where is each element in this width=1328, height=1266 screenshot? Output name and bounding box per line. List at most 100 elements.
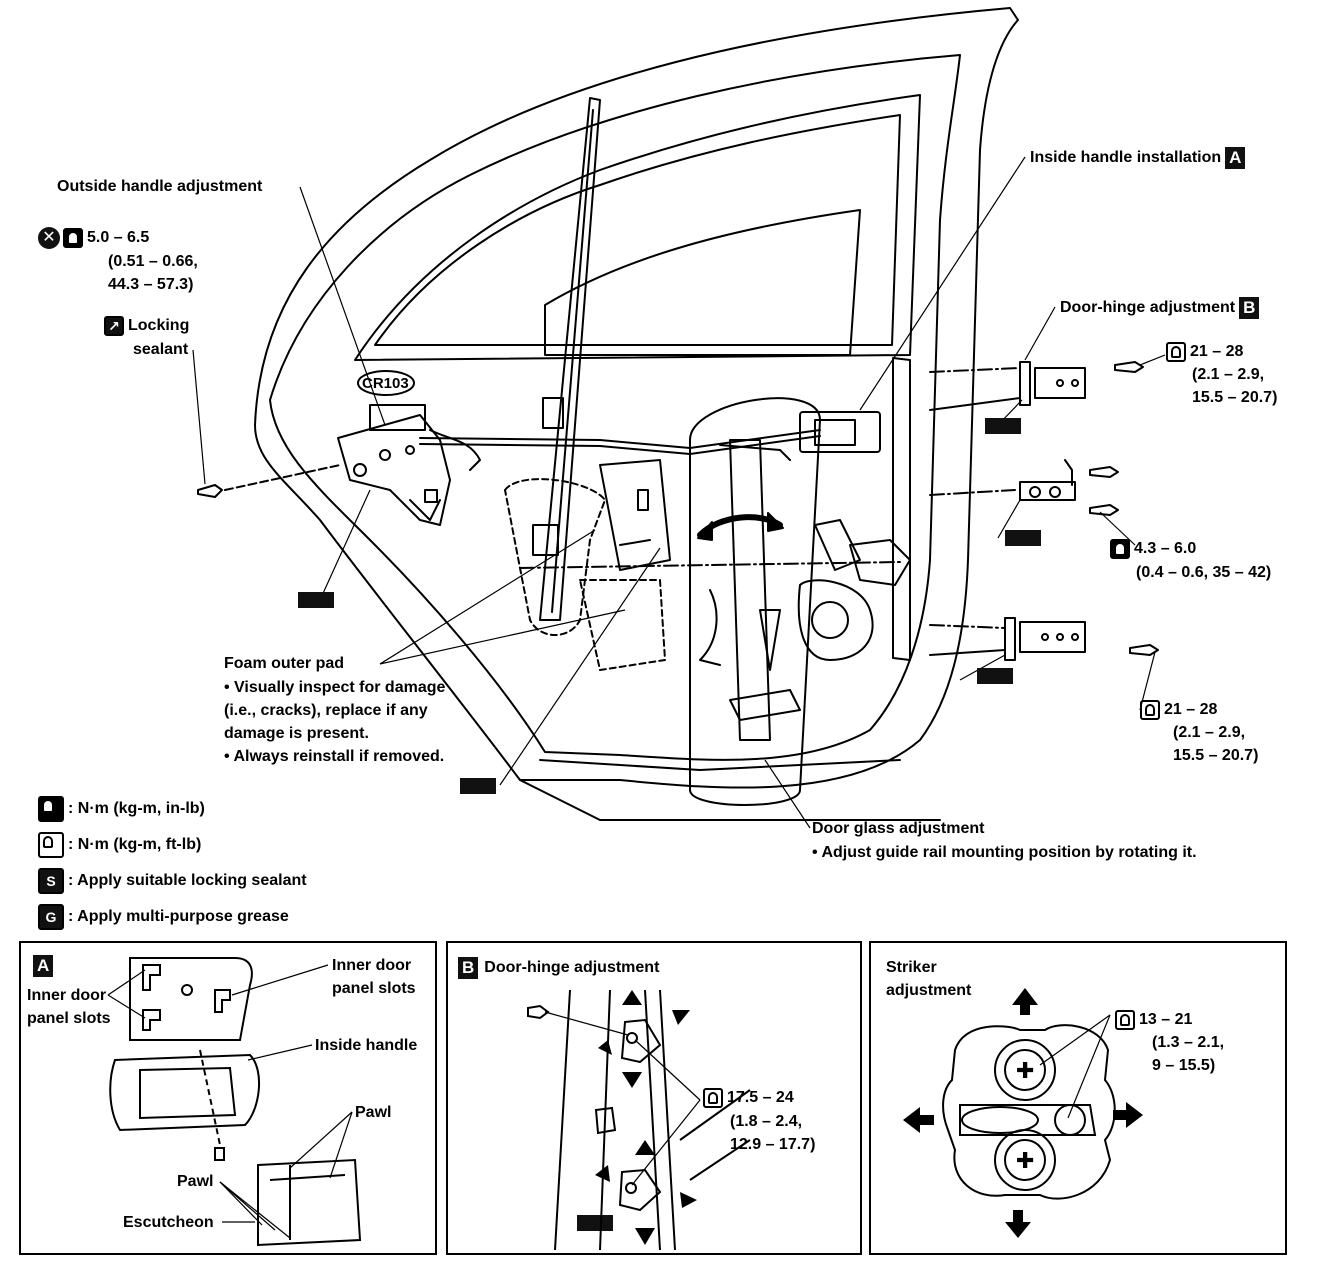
foam-outer-pad-note2: (i.e., cracks), replace if any <box>224 702 428 719</box>
detail-a-slots-left-line1: Inner door <box>27 987 107 1004</box>
upper-hinge-torque-line2: (2.1 – 2.9, <box>1192 366 1265 383</box>
outside-handle-torque-line3: 44.3 – 57.3) <box>108 276 194 293</box>
detail-c-title-line1: Striker <box>886 959 937 976</box>
lower-hinge-torque-line2: (2.1 – 2.9, <box>1173 724 1246 741</box>
no-reuse-icon: ✕ <box>38 226 60 249</box>
upper-hinge-torque-line3: 15.5 – 20.7) <box>1192 389 1278 406</box>
detail-b-torque: 17.5 – 24 <box>703 1086 794 1109</box>
detail-a-inside-handle: Inside handle <box>315 1037 418 1054</box>
foam-outer-pad-title: Foam outer pad <box>224 655 345 672</box>
cr-code-oval <box>357 370 415 396</box>
locking-sealant-icon: ↗ <box>104 315 124 336</box>
escutcheon-part <box>257 1158 362 1247</box>
door-outer-outline <box>254 7 1019 789</box>
grease-legend-icon: G <box>38 904 64 930</box>
door-glass-adjustment-note: • Adjust guide rail mounting position by… <box>812 844 1197 861</box>
detail-a-badge: A <box>33 954 54 977</box>
check-link-torque-line2: (0.4 – 0.6, 35 – 42) <box>1136 564 1272 581</box>
door-glass-adjustment-title: Door glass adjustment <box>812 820 985 837</box>
check-link-bolt-lower <box>1089 504 1119 516</box>
torque-in-lb-icon <box>63 227 83 248</box>
window-frame <box>354 94 921 361</box>
foam-outer-pad-note4: • Always reinstall if removed. <box>224 748 445 765</box>
badge-b: B <box>1239 296 1260 319</box>
detail-c-box <box>869 941 1287 1255</box>
check-link-bolt-upper <box>1089 466 1119 478</box>
torque-ft-lb-icon <box>703 1087 723 1108</box>
latch-screw <box>197 484 223 498</box>
rail-bracket-lower <box>532 524 559 556</box>
detail-a-pawl-lower: Pawl <box>177 1173 214 1190</box>
hinge-b-lower <box>618 1168 662 1212</box>
rail-bracket-upper <box>542 397 564 429</box>
detail-c-torque: 13 – 21 <box>1115 1008 1192 1031</box>
door-bottom-rail <box>519 779 941 821</box>
torque-ft-lb-icon <box>1140 699 1160 720</box>
lower-hinge-torque-line3: 15.5 – 20.7) <box>1173 747 1259 764</box>
check-link <box>1019 481 1076 501</box>
outside-handle-torque: ✕5.0 – 6.5 <box>38 226 149 249</box>
door-glass <box>544 209 861 356</box>
door-inner-outline <box>269 54 961 761</box>
locking-sealant-label: ↗Locking <box>104 314 189 337</box>
svg-text:✚: ✚ <box>1016 1149 1034 1174</box>
legend-item-grease: G: Apply multi-purpose grease <box>38 904 289 930</box>
regulator-rail <box>729 439 771 741</box>
detail-a-escutcheon: Escutcheon <box>123 1214 214 1231</box>
detail-c-torque-line3: 9 – 15.5) <box>1152 1057 1216 1074</box>
foam-outer-pad-note1: • Visually inspect for damage <box>224 679 446 696</box>
locking-sealant-legend-icon: S <box>38 868 64 894</box>
inside-handle-outline <box>799 411 881 453</box>
detail-a-box <box>19 941 437 1255</box>
hinge-b-bolt <box>527 1004 550 1020</box>
latch-bracket <box>369 404 426 431</box>
striker-plate <box>942 1024 1116 1200</box>
rear-sash <box>892 357 911 661</box>
upper-hinge-torque: 21 – 28 <box>1166 340 1243 363</box>
torque-in-lb-icon <box>1110 538 1130 559</box>
legend-item-locking-sealant: S: Apply suitable locking sealant <box>38 868 307 894</box>
window-frame-inner <box>374 114 901 346</box>
detail-a-slots-right-line2: panel slots <box>332 980 416 997</box>
svg-text:✚: ✚ <box>1016 1059 1034 1084</box>
legend-item-torque-ft-lb: : N·m (kg-m, ft-lb) <box>38 832 201 858</box>
torque-ft-lb-icon <box>1166 341 1186 362</box>
door-latch <box>337 414 451 526</box>
detail-b-box <box>446 941 862 1255</box>
outside-handle-adjustment-label: Outside handle adjustment <box>57 178 263 195</box>
detail-a-slots-right-line1: Inner door <box>332 957 412 974</box>
detail-c-torque-line2: (1.3 – 2.1, <box>1152 1034 1225 1051</box>
torque-in-lb-icon <box>38 796 64 822</box>
detail-b-torque-line2: (1.8 – 2.4, <box>730 1113 803 1130</box>
badge-a: A <box>1225 146 1246 169</box>
lower-hinge-bolt <box>1129 644 1159 656</box>
regulator-zone <box>689 397 821 806</box>
legend-item-torque-in-lb: : N·m (kg-m, in-lb) <box>38 796 205 822</box>
door-bottom-line <box>539 759 901 771</box>
lower-hinge-torque: 21 – 28 <box>1140 698 1217 721</box>
locking-sealant-label-line2: sealant <box>133 341 189 358</box>
foam-outer-pad-note3: damage is present. <box>224 725 369 742</box>
grease-marks <box>298 418 1041 1231</box>
foam-outer-pad <box>599 459 671 571</box>
cr-code: CR103 <box>362 375 409 392</box>
detail-c-title-line2: adjustment <box>886 982 972 999</box>
outside-handle-torque-line2: (0.51 – 0.66, <box>108 253 198 270</box>
check-link-torque: 4.3 – 6.0 <box>1110 537 1196 560</box>
striker-pin <box>961 1106 1039 1134</box>
regulator-motor <box>797 579 874 661</box>
detail-a-pawl-upper: Pawl <box>355 1104 392 1121</box>
torque-ft-lb-icon <box>1115 1009 1135 1030</box>
detail-a-slots-left-line2: panel slots <box>27 1010 111 1027</box>
lower-hinge <box>1004 617 1016 661</box>
upper-hinge-bolt <box>1114 361 1144 373</box>
torque-ft-lb-icon <box>38 832 64 858</box>
striker-screw-upper <box>994 1039 1056 1101</box>
inside-handle-part <box>109 1053 261 1132</box>
upper-hinge <box>1019 361 1031 406</box>
inner-door-panel <box>129 957 253 1041</box>
